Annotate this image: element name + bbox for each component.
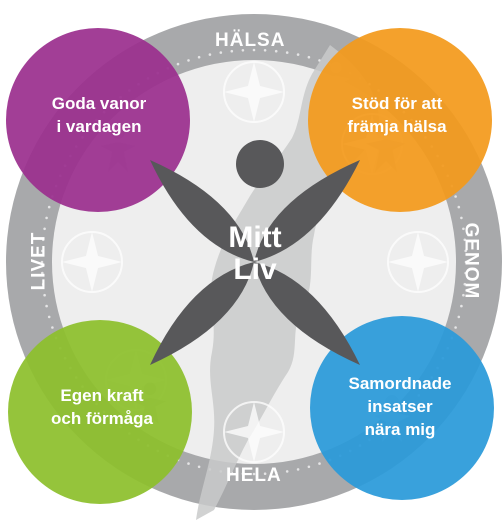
ring-dot: [263, 472, 267, 476]
ring-dot: [219, 51, 223, 54]
ring-dot: [263, 49, 267, 52]
ring-dot: [41, 238, 45, 242]
ring-dot: [464, 271, 468, 275]
ring-dot: [274, 49, 278, 53]
center-title-line-2: Liv: [233, 253, 277, 286]
ring-dot: [464, 249, 468, 253]
ring-dot: [285, 51, 289, 54]
ring-dot: [464, 260, 468, 264]
ring-dot: [252, 472, 256, 476]
ring-dot: [40, 260, 44, 264]
center-figure-head: [236, 140, 284, 188]
ring-dot: [187, 462, 190, 465]
ring-dot: [463, 238, 467, 242]
ring-dot: [43, 227, 46, 231]
ring-dot: [457, 315, 461, 319]
compass-star: [61, 231, 123, 293]
ring-dot: [45, 216, 48, 220]
ring-dot: [197, 55, 201, 59]
ring-dot: [197, 465, 201, 469]
compass-star-shape: [224, 62, 284, 122]
ring-dot: [252, 48, 256, 52]
ring-dot: [296, 53, 300, 56]
compass-star: [223, 401, 285, 463]
ring-dot: [51, 326, 54, 329]
ring-dot: [307, 55, 311, 59]
ring-dot: [462, 293, 465, 297]
compass-star-shape: [62, 232, 122, 292]
ring-dot: [41, 282, 45, 286]
ring-dot: [307, 465, 311, 469]
topic-circles: [6, 28, 494, 504]
compass-star-shape: [224, 402, 284, 462]
ring-dot: [41, 249, 44, 253]
ring-word-left: LIVET: [28, 231, 50, 291]
ring-dot: [187, 59, 190, 62]
ring-dot: [230, 49, 234, 53]
ring-dot: [47, 315, 51, 319]
center-title: Mitt Liv: [205, 222, 305, 286]
ring-dot: [463, 282, 467, 286]
ring-dot: [460, 216, 463, 220]
ring-dot: [47, 205, 51, 209]
ring-dot: [241, 49, 245, 52]
ring-dot: [296, 468, 300, 471]
compass-star: [223, 61, 285, 123]
ring-dot: [45, 304, 48, 308]
ring-dot: [454, 195, 457, 198]
ring-dot: [462, 227, 465, 231]
ring-dot: [457, 205, 461, 209]
ring-dot: [241, 472, 245, 476]
ring-dot: [41, 271, 44, 275]
ring-dot: [454, 326, 457, 329]
compass-star-shape: [388, 232, 448, 292]
ring-word-top: HÄLSA: [215, 30, 286, 51]
ring-dot: [460, 304, 463, 308]
ring-dot: [208, 53, 212, 56]
ring-word-bottom: HELA: [226, 465, 282, 486]
ring-dot: [318, 462, 321, 465]
center-title-line-1: Mitt: [228, 221, 282, 254]
compass-star: [387, 231, 449, 293]
ring-dot: [274, 471, 278, 475]
ring-dot: [285, 470, 289, 473]
ring-dot: [43, 293, 46, 297]
ring-dot: [176, 62, 180, 66]
center-star: [150, 160, 360, 365]
circle-bottom-left: [8, 320, 192, 504]
circle-top-left: [6, 28, 190, 212]
ring-word-right: GENOM: [460, 222, 482, 300]
